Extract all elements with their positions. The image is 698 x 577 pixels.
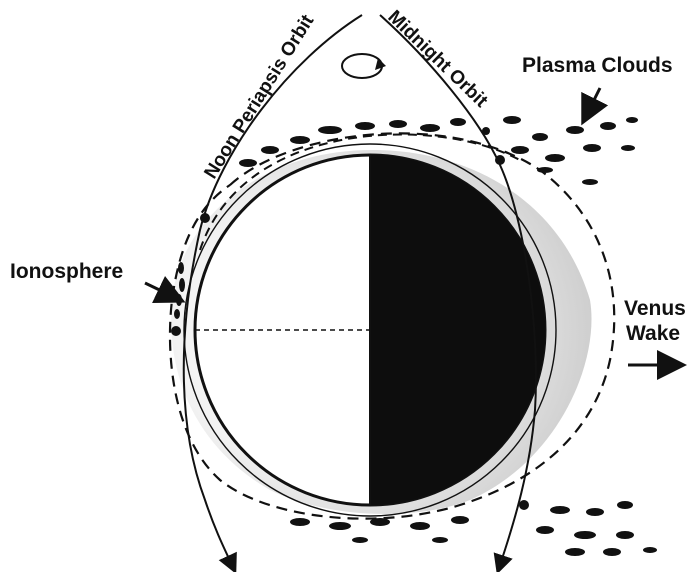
- crossing-point: [482, 127, 490, 135]
- midnight-orbit-label: Midnight Orbit: [384, 6, 492, 112]
- crossing-point: [171, 326, 181, 336]
- crossing-point: [519, 500, 529, 510]
- crossing-point: [200, 213, 210, 223]
- plasma-clouds-label: Plasma Clouds: [522, 54, 673, 77]
- rotation-symbol: [342, 54, 386, 78]
- ionosphere-label: Ionosphere: [10, 260, 123, 283]
- ionosphere-pointer: [145, 283, 172, 296]
- venus-wake-label-line1: Venus: [624, 297, 686, 320]
- crossing-point: [495, 155, 505, 165]
- venus-wake-label-line2: Wake: [626, 322, 680, 345]
- plasma-clouds-pointer: [588, 88, 600, 112]
